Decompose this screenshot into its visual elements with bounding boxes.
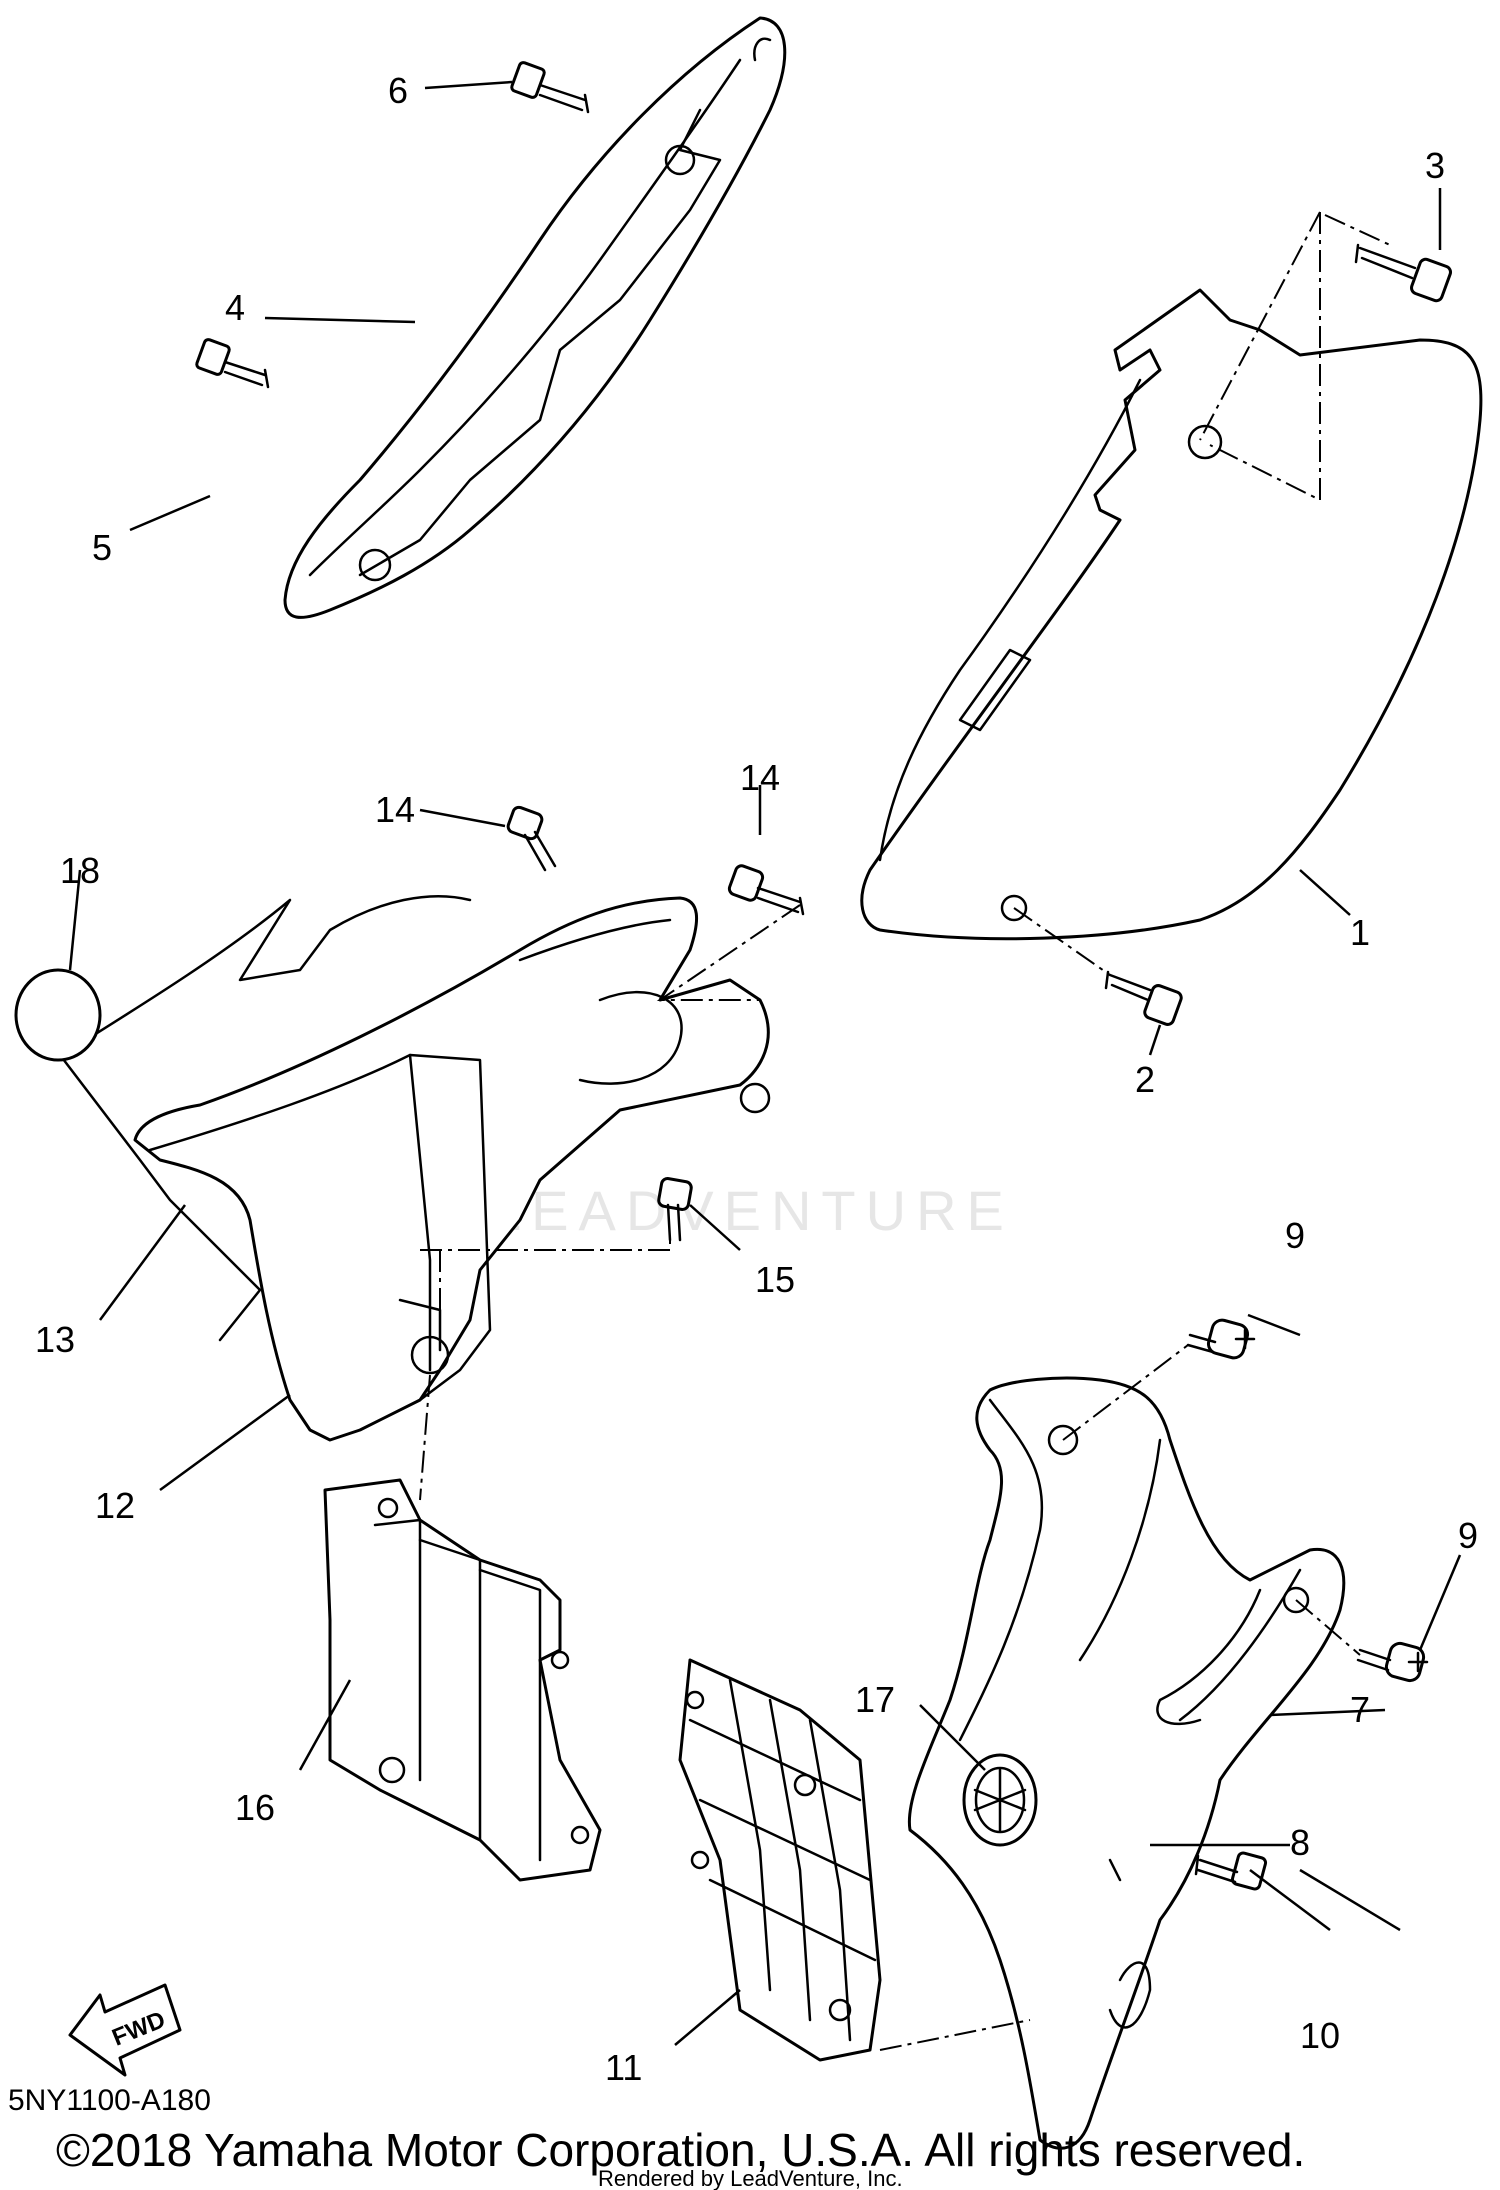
- callout-15[interactable]: 15: [755, 1259, 795, 1300]
- callout-18[interactable]: 18: [60, 850, 100, 891]
- callout-5[interactable]: 5: [92, 527, 112, 568]
- callout-12[interactable]: 12: [95, 1485, 135, 1526]
- bolt-9b[interactable]: [1356, 1641, 1429, 1683]
- bolt-14a[interactable]: [506, 805, 557, 872]
- part-1-side-cover[interactable]: [860, 288, 1483, 941]
- callout-4[interactable]: 4: [225, 287, 245, 328]
- callouts: 1 2 3 4 5 6 7 8 9 9 10 11 12 13 14 14 15…: [35, 70, 1478, 2088]
- bolt-9a[interactable]: [1186, 1318, 1256, 1360]
- bolt-2[interactable]: [1104, 970, 1183, 1026]
- callout-13[interactable]: 13: [35, 1319, 75, 1360]
- callout-3[interactable]: 3: [1425, 145, 1445, 186]
- callout-14b[interactable]: 14: [740, 757, 780, 798]
- watermark: LEADVENTURE: [490, 1179, 1014, 1242]
- part-18-emblem[interactable]: [14, 968, 102, 1062]
- bolt-5[interactable]: [195, 338, 270, 389]
- callout-1[interactable]: 1: [1350, 912, 1370, 953]
- assembly-lines: [419, 211, 1391, 2051]
- part-4-side-cover-upper[interactable]: [283, 16, 787, 619]
- callout-9a[interactable]: 9: [1285, 1215, 1305, 1256]
- part-16-radiator-guard[interactable]: [323, 1478, 602, 1882]
- diagram-code: 5NY1100-A180: [8, 2084, 211, 2117]
- callout-10[interactable]: 10: [1300, 2015, 1340, 2056]
- part-13-shroud-graphic: [58, 895, 683, 1342]
- part-11-radiator-louver[interactable]: [678, 1658, 882, 2062]
- part-8-stripe: [1108, 1858, 1122, 1882]
- bolt-10[interactable]: [1194, 1851, 1268, 1891]
- bolt-14b[interactable]: [727, 864, 805, 916]
- callout-6[interactable]: 6: [388, 70, 408, 111]
- bolt-15[interactable]: [657, 1177, 693, 1242]
- callout-11[interactable]: 11: [605, 2047, 642, 2088]
- callout-7[interactable]: 7: [1350, 1689, 1370, 1730]
- callout-8[interactable]: 8: [1290, 1822, 1310, 1863]
- callout-2[interactable]: 2: [1135, 1059, 1155, 1100]
- callout-14a[interactable]: 14: [375, 789, 415, 830]
- leader-lines: [68, 80, 1462, 2046]
- part-7-radiator-shroud-right[interactable]: [907, 1376, 1346, 2150]
- callout-16[interactable]: 16: [235, 1787, 275, 1828]
- part-17-yamaha-emblem[interactable]: [962, 1753, 1038, 1847]
- bolt-6[interactable]: [510, 61, 590, 114]
- fwd-arrow-icon: FWD: [68, 1983, 182, 2077]
- callout-9b[interactable]: 9: [1458, 1515, 1478, 1556]
- part-12-radiator-shroud-left[interactable]: [133, 896, 771, 1442]
- rendered-by-text: Rendered by LeadVenture, Inc.: [598, 2166, 903, 2190]
- callout-17[interactable]: 17: [855, 1679, 895, 1720]
- bolt-3[interactable]: [1354, 243, 1453, 303]
- copyright-text: ©2018 Yamaha Motor Corporation, U.S.A. A…: [56, 2124, 1305, 2176]
